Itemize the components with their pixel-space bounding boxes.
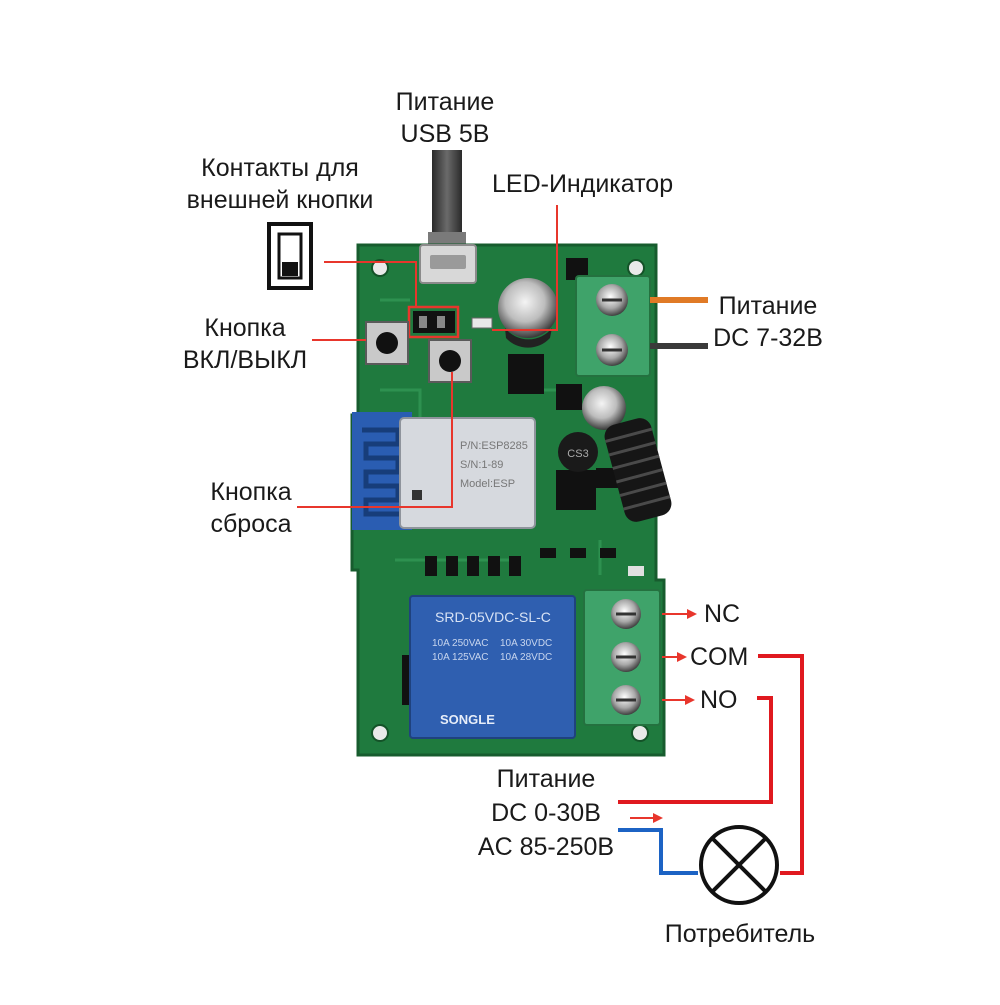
no-label: NO [700,686,738,714]
power-input-wires [650,297,708,349]
lamp-icon [699,825,779,905]
micro-usb-port [419,244,477,284]
no-wire [618,696,773,804]
nc-label: NC [704,600,741,628]
onoff-button-label: Кнопка ВКЛ/ВЫКЛ [182,314,308,374]
chip [508,354,544,394]
load-power-label: Питание DC 0-30В AC 85-250В [477,765,615,861]
reset-button-part [428,339,472,383]
consumer-label: Потребитель [664,920,816,948]
neutral-wire [618,828,698,875]
capacitor-main [498,278,558,348]
led-indicator-label: LED-Индикатор [492,170,674,198]
module-line: S/N:1-89 [460,459,503,471]
com-label: COM [690,643,749,671]
relay-rating: 10A 125VAC [432,652,489,663]
dc-power-label: Питание DC 7-32В [713,292,823,352]
leader-lines [297,205,558,508]
relay-terminal-block [583,589,661,726]
capacitor-secondary [582,386,626,430]
relay: SRD-05VDC-SL-C 10A 250VAC 10A 125VAC 10A… [409,595,576,739]
load-wiring [618,654,804,875]
external-button-symbol [267,222,313,290]
esp-module: P/N:ESP8285 S/N:1-89 Model:ESP [399,417,536,529]
module-line: Model:ESP [460,478,515,490]
antenna-coil [604,418,672,522]
power-terminal-block [575,275,651,377]
load-arrow [630,813,663,823]
module-line: P/N:ESP8285 [460,440,528,452]
relay-model: SRD-05VDC-SL-C [435,609,551,625]
relay-rating: 10A 30VDC [500,638,552,649]
resistor-row [425,548,644,576]
usb-power-label: Питание USB 5В [395,88,495,148]
chip [566,258,588,280]
reset-button-label: Кнопка сброса [210,478,292,538]
inductor-code: CS3 [567,448,588,460]
output-arrows [662,609,697,705]
leader-led [492,205,558,331]
led [471,317,493,329]
relay-brand: SONGLE [440,712,495,727]
inductor: CS3 [558,432,598,472]
chip [556,384,582,410]
leader-reset [297,372,453,508]
relay-rating: 10A 250VAC [432,638,489,649]
leader-ext-button [324,261,417,307]
chip [556,470,596,510]
com-wire [758,654,804,875]
external-button-header [413,311,455,333]
ext-button-label: Контакты для внешней кнопки [186,154,374,214]
onoff-button-part [365,321,409,365]
usb-cable [428,150,466,250]
relay-rating: 10A 28VDC [500,652,552,663]
